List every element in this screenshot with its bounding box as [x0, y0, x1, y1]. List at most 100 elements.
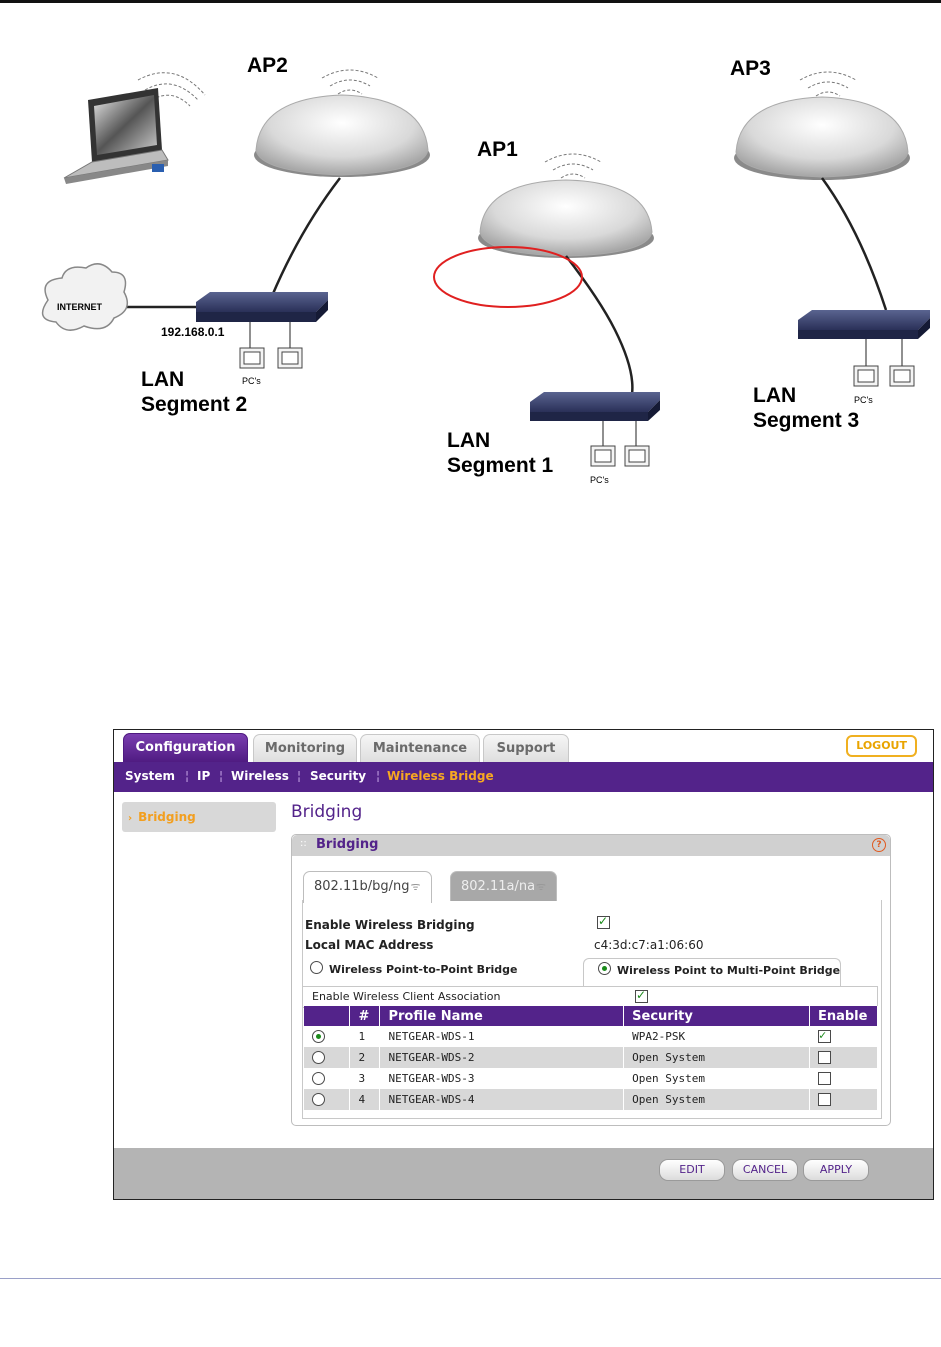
- row-enable-cell: [809, 1068, 879, 1089]
- page-bottom-rule: [0, 1278, 941, 1279]
- panel-title: Bridging: [316, 837, 379, 852]
- subnav-wireless[interactable]: Wireless: [231, 769, 289, 783]
- pcs-label-lan1: PC's: [590, 475, 609, 485]
- mode-p2mp-label: Wireless Point to Multi-Point Bridge: [617, 964, 841, 977]
- row-number: 4: [349, 1089, 381, 1110]
- row-enable-checkbox[interactable]: [817, 1093, 831, 1107]
- row-select-radio[interactable]: [312, 1072, 325, 1086]
- row-security: Open System: [623, 1047, 810, 1068]
- wifi-waves-laptop: [137, 72, 206, 107]
- row-enable-checkbox[interactable]: [817, 1072, 831, 1086]
- action-bar: EDIT CANCEL APPLY: [114, 1148, 933, 1199]
- mac-address-label: Local MAC Address: [305, 938, 434, 952]
- cancel-button[interactable]: CANCEL: [732, 1159, 798, 1181]
- row-enable-cell: [809, 1026, 879, 1047]
- help-icon[interactable]: ?: [872, 838, 886, 852]
- subnav-security[interactable]: Security: [310, 769, 367, 783]
- sidebar-item-bridging[interactable]: ›Bridging: [122, 802, 276, 832]
- table-row[interactable]: 4 NETGEAR-WDS-4 Open System: [304, 1089, 879, 1110]
- access-point-ap3-icon: [734, 96, 910, 180]
- row-enable-checkbox[interactable]: [817, 1028, 831, 1044]
- sub-navigation: System ¦ IP ¦ Wireless ¦ Security ¦ Wire…: [114, 762, 933, 792]
- internet-cloud-icon: [41, 263, 129, 331]
- lan-segment-3-label: LAN Segment 3: [753, 383, 859, 433]
- row-security: Open System: [623, 1068, 810, 1089]
- pcs-label-lan2: PC's: [242, 376, 261, 386]
- row-select-cell: [304, 1026, 351, 1047]
- mode-p2p-radio[interactable]: [310, 961, 323, 974]
- lan1-line2: Segment 1: [447, 454, 554, 477]
- client-association-row: Enable Wireless Client Association: [302, 986, 878, 1008]
- wifi-waves-ap2: [321, 69, 379, 95]
- row-number: 3: [349, 1068, 381, 1089]
- subnav-wireless-bridge[interactable]: Wireless Bridge: [387, 769, 494, 783]
- subnav-ip[interactable]: IP: [197, 769, 211, 783]
- tab-monitoring[interactable]: Monitoring: [253, 734, 357, 762]
- subnav-separator: ¦: [297, 769, 302, 783]
- mac-address-value: c4:3d:c7:a1:06:60: [594, 938, 704, 952]
- row-select-radio[interactable]: [312, 1030, 325, 1044]
- col-header-number: #: [349, 1006, 381, 1026]
- radio-settings-box: [302, 900, 882, 1119]
- row-enable-cell: [809, 1089, 879, 1110]
- wds-profiles-table: # Profile Name Security Enable 1 NETGEAR…: [304, 1006, 879, 1110]
- table-header-row: # Profile Name Security Enable: [304, 1006, 879, 1026]
- wifi-waves-ap1: [544, 153, 602, 179]
- laptop-icon: [63, 88, 169, 184]
- access-point-ap2-icon: [254, 94, 430, 177]
- panel-header: :: Bridging ?: [292, 835, 890, 856]
- lan2-line2: Segment 2: [141, 393, 248, 416]
- ap2-label: AP2: [247, 54, 288, 77]
- row-profile-name: NETGEAR-WDS-3: [379, 1068, 625, 1089]
- row-enable-cell: [809, 1047, 879, 1068]
- lan-segment-2-label: LAN Segment 2: [141, 367, 247, 417]
- pcs-label-lan3: PC's: [854, 395, 873, 405]
- pc-icons: [239, 347, 915, 467]
- row-profile-name: NETGEAR-WDS-2: [379, 1047, 625, 1068]
- lan-segment-1-label: LAN Segment 1: [447, 428, 553, 478]
- chevron-right-icon: ›: [128, 813, 133, 824]
- row-profile-name: NETGEAR-WDS-1: [379, 1026, 625, 1047]
- col-header-security: Security: [623, 1006, 810, 1026]
- table-row[interactable]: 1 NETGEAR-WDS-1 WPA2-PSK: [304, 1026, 879, 1047]
- tab-support[interactable]: Support: [483, 734, 569, 762]
- subnav-separator: ¦: [376, 769, 381, 783]
- row-enable-checkbox[interactable]: [817, 1051, 831, 1065]
- mode-tab-frame: [583, 958, 841, 987]
- router-admin-screenshot: Configuration Monitoring Maintenance Sup…: [113, 729, 934, 1200]
- network-diagram-graphics: [41, 69, 930, 467]
- col-header-select: [304, 1006, 351, 1026]
- tab-radio-ana[interactable]: 802.11a/naᯤ: [450, 871, 558, 901]
- row-select-cell: [304, 1068, 351, 1089]
- tab-radio-bgn-label: 802.11b/bg/ng: [314, 879, 410, 894]
- apply-button[interactable]: APPLY: [803, 1159, 869, 1181]
- switch-lan2-icon: [196, 292, 328, 322]
- tab-radio-bgn[interactable]: 802.11b/bg/ngᯤ: [303, 871, 432, 903]
- main-tab-bar: Configuration Monitoring Maintenance Sup…: [114, 730, 933, 763]
- switch-lan3-icon: [798, 310, 930, 339]
- row-select-radio[interactable]: [312, 1051, 325, 1065]
- table-row[interactable]: 2 NETGEAR-WDS-2 Open System: [304, 1047, 879, 1068]
- cable-highlight-circle: [433, 246, 583, 308]
- client-association-checkbox[interactable]: [635, 988, 648, 1003]
- subnav-separator: ¦: [185, 769, 190, 783]
- wifi-waves-ap3: [799, 71, 857, 97]
- mode-p2mp-radio[interactable]: [598, 962, 611, 975]
- lan3-line1: LAN: [753, 384, 797, 407]
- enable-bridging-checkbox[interactable]: [597, 914, 610, 929]
- logout-button[interactable]: LOGOUT: [846, 735, 917, 757]
- lan1-line1: LAN: [447, 429, 491, 452]
- client-association-label: Enable Wireless Client Association: [312, 990, 501, 1003]
- tab-maintenance[interactable]: Maintenance: [360, 734, 480, 762]
- col-header-enable: Enable: [809, 1006, 879, 1026]
- edit-button[interactable]: EDIT: [659, 1159, 725, 1181]
- table-row[interactable]: 3 NETGEAR-WDS-3 Open System: [304, 1068, 879, 1089]
- subnav-system[interactable]: System: [125, 769, 175, 783]
- col-header-profile-name: Profile Name: [379, 1006, 625, 1026]
- tab-configuration[interactable]: Configuration: [123, 733, 248, 763]
- page-title: Bridging: [291, 802, 363, 822]
- network-cables: [122, 177, 888, 395]
- row-security: Open System: [623, 1089, 810, 1110]
- row-select-radio[interactable]: [312, 1093, 325, 1107]
- internet-label: INTERNET: [57, 302, 102, 312]
